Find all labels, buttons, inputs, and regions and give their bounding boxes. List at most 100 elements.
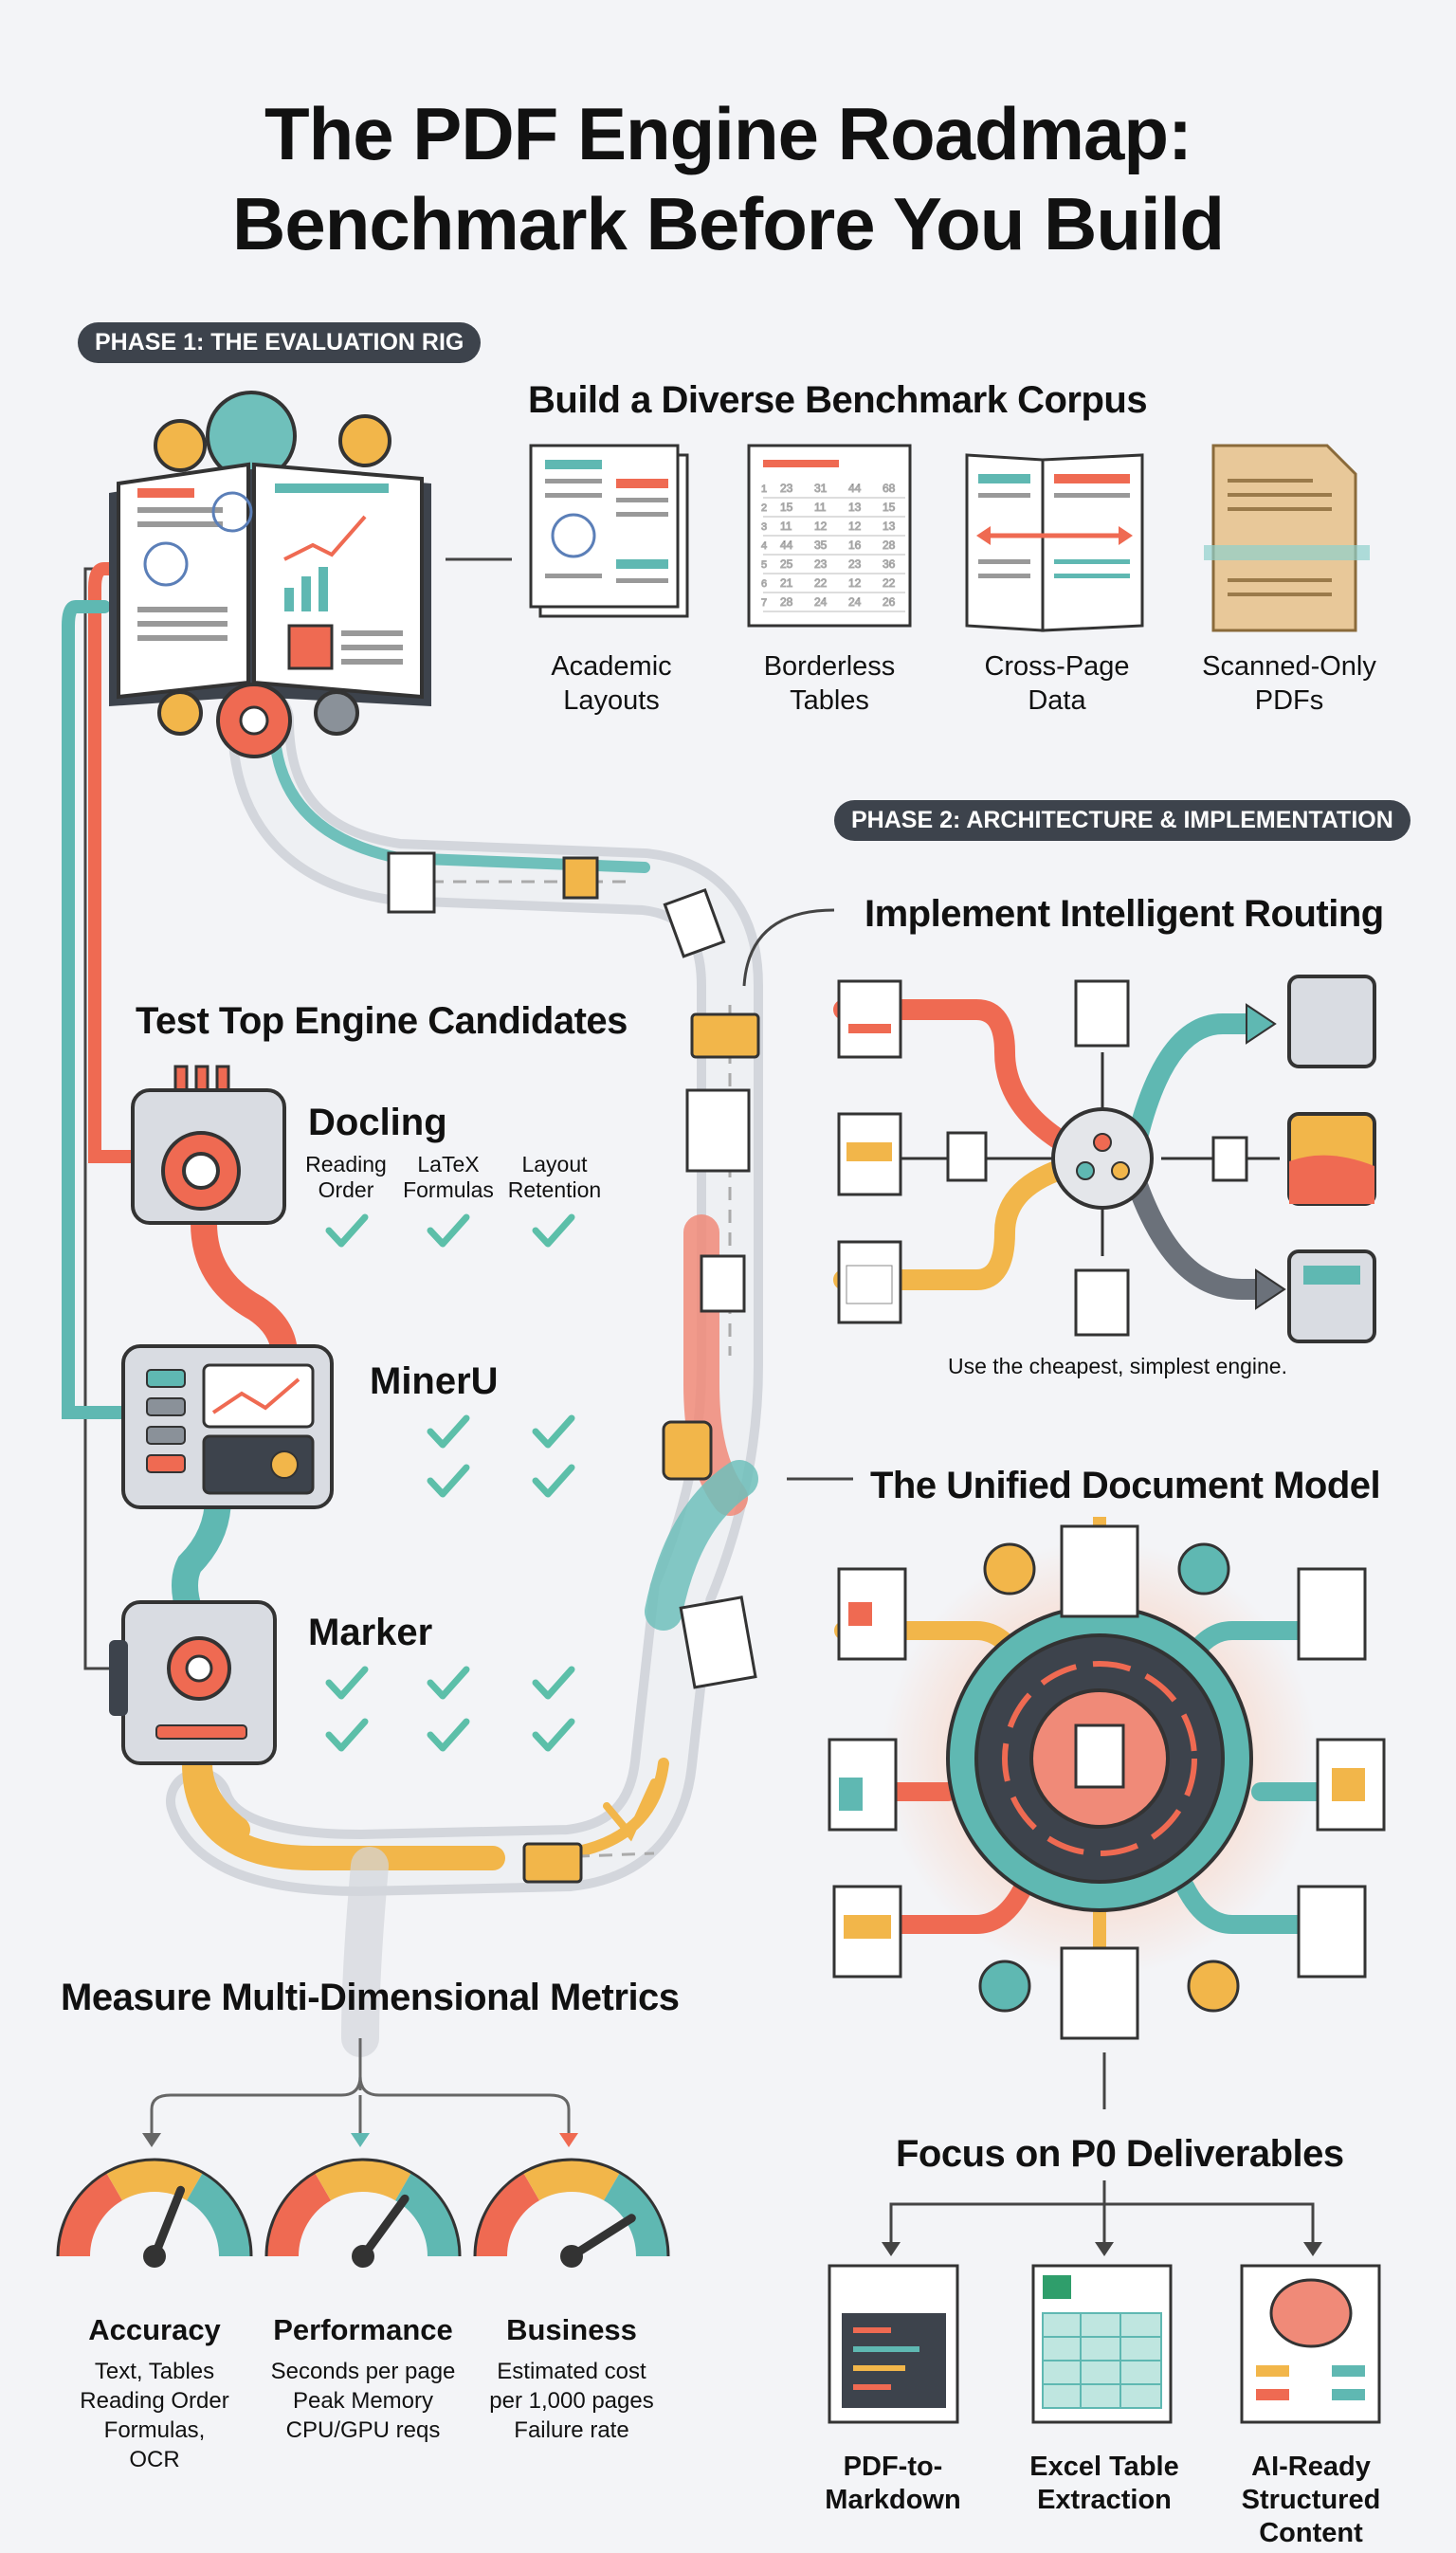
table-cell: 26	[883, 595, 896, 609]
book-gear-icon	[109, 391, 431, 758]
check-icon	[325, 1666, 369, 1700]
table-cell: 15	[883, 501, 896, 514]
academic-doc-icon	[529, 444, 689, 618]
gauge-arc	[475, 2172, 540, 2257]
table-cell: 35	[814, 538, 828, 552]
gauge-arc	[58, 2172, 123, 2257]
marker-engine-icon	[109, 1600, 277, 1765]
table-row-index: 5	[761, 559, 767, 571]
table-cell: 15	[780, 501, 793, 514]
road-document-icons	[387, 851, 760, 1884]
gauge-outline	[264, 2158, 462, 2257]
gauge-desc-performance: Seconds per page Peak Memory CPU/GPU req…	[270, 2359, 456, 2443]
corpus-label-crosspage: Cross-Page Data	[984, 651, 1130, 716]
criterion-layout: Layout Retention	[507, 1152, 602, 1202]
gauge-arc	[523, 2160, 620, 2201]
table-cell: 12	[848, 576, 862, 590]
routing-note: Use the cheapest, simplest engine.	[948, 1354, 1287, 1378]
table-cell: 11	[780, 520, 792, 533]
table-cell: 16	[848, 538, 862, 552]
gauge-needle	[567, 2214, 636, 2261]
check-icon	[532, 1414, 575, 1449]
criterion-reading-order: Reading Order	[305, 1152, 387, 1202]
deliverables-heading: Focus on P0 Deliverables	[896, 2133, 1344, 2175]
scanned-paper-icon	[1204, 444, 1370, 632]
check-icon	[532, 1213, 575, 1248]
table-cell: 12	[814, 520, 828, 533]
gauge-outline	[473, 2158, 670, 2257]
open-book-icon	[965, 453, 1144, 632]
table-row-index: 4	[761, 540, 767, 552]
check-icon	[427, 1718, 470, 1752]
engine-name-docling: Docling	[308, 1102, 447, 1143]
gauge-title-accuracy: Accuracy	[88, 2313, 221, 2346]
table-cell: 23	[814, 557, 828, 571]
table-cell: 13	[848, 501, 862, 514]
table-cell: 25	[780, 557, 793, 571]
gauge-arc	[106, 2160, 203, 2201]
brain-icon	[1240, 2264, 1381, 2424]
gauge-desc-business: Estimated cost per 1,000 pages Failure r…	[489, 2359, 654, 2443]
gauge-pivot	[143, 2245, 166, 2268]
gauge-outline	[56, 2158, 253, 2257]
corpus-label-scanned: Scanned-Only PDFs	[1202, 651, 1376, 716]
table-cell: 28	[780, 595, 793, 609]
gauge-arc	[603, 2172, 668, 2257]
deliverable-markdown: PDF-to- Markdown	[825, 2452, 961, 2515]
criterion-latex: LaTeX Formulas	[403, 1152, 494, 1202]
gauge-pivot	[560, 2245, 583, 2268]
table-cell: 36	[883, 557, 896, 571]
table-cell: 44	[848, 482, 862, 495]
gauge-needle	[358, 2194, 410, 2261]
gauge-title-business: Business	[506, 2313, 637, 2346]
check-icon	[325, 1718, 369, 1752]
code-doc-icon	[828, 2264, 959, 2424]
page-title-line1: The PDF Engine Roadmap:	[264, 92, 1192, 175]
deliverable-ai-ready: AI-Ready Structured Content	[1241, 2452, 1381, 2548]
gauge-arc	[186, 2172, 251, 2257]
gauge-needle	[150, 2185, 186, 2261]
check-icon	[427, 1213, 470, 1248]
check-icon	[325, 1213, 369, 1248]
routing-heading: Implement Intelligent Routing	[864, 893, 1384, 935]
table-cell: 68	[883, 482, 896, 495]
unified-heading: The Unified Document Model	[870, 1465, 1381, 1506]
check-icon	[427, 1666, 470, 1700]
table-cell: 21	[780, 576, 793, 590]
table-cell: 44	[780, 538, 793, 552]
gauge-arc	[394, 2172, 460, 2257]
corpus-label-tables: Borderless Tables	[763, 651, 896, 716]
gauge-arc	[315, 2160, 411, 2201]
gauge-arc	[266, 2172, 332, 2257]
docling-engine-icon	[131, 1065, 286, 1225]
routing-diagram	[833, 975, 1376, 1343]
page-title-line2: Benchmark Before You Build	[231, 182, 1225, 265]
gauge-title-performance: Performance	[273, 2313, 453, 2346]
table-cell: 23	[780, 482, 793, 495]
table-cell: 28	[883, 538, 896, 552]
check-icon	[532, 1666, 575, 1700]
table-cell: 22	[814, 576, 828, 590]
phase1-label: PHASE 1: THE EVALUATION RIG	[78, 322, 482, 363]
table-cell: 12	[848, 520, 862, 533]
table-row-index: 6	[761, 578, 767, 590]
corpus-label-academic: Academic Layouts	[551, 651, 672, 716]
check-icon	[427, 1464, 470, 1498]
table-cell: 13	[883, 520, 896, 533]
table-row-index: 7	[761, 597, 767, 609]
table-cell: 24	[848, 595, 862, 609]
table-cell: 24	[814, 595, 828, 609]
engine-name-marker: Marker	[308, 1612, 433, 1653]
gauge-pivot	[352, 2245, 374, 2268]
engines-heading: Test Top Engine Candidates	[136, 1000, 628, 1042]
mineru-engine-icon	[121, 1344, 334, 1509]
unified-model-hub	[828, 1517, 1386, 2040]
deliverable-excel: Excel Table Extraction	[1029, 2452, 1179, 2515]
corpus-heading: Build a Diverse Benchmark Corpus	[528, 379, 1148, 421]
table-cell: 11	[814, 501, 827, 514]
table-row-index: 1	[761, 483, 767, 495]
check-icon	[532, 1464, 575, 1498]
check-icon	[532, 1718, 575, 1752]
